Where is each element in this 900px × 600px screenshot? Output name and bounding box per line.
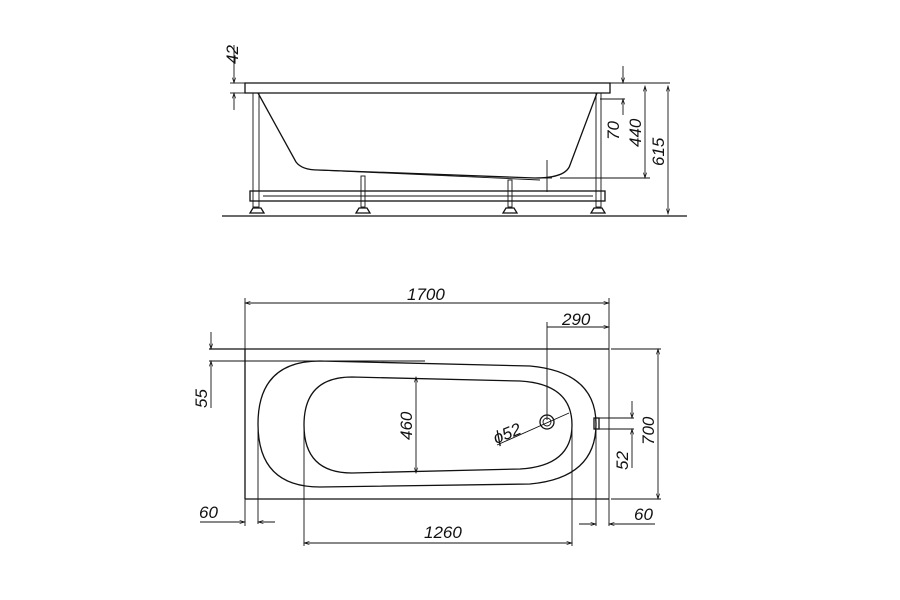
top-view: 1700 290 55 460 ϕ52 52	[192, 285, 661, 546]
dim-inner-length: 1260	[424, 523, 462, 542]
dim-drain-diameter: ϕ52	[490, 419, 524, 447]
dim-inner-depth: 440	[626, 118, 645, 147]
overflow-icon	[593, 417, 600, 430]
outer-bowl-outline	[257, 360, 597, 488]
dim-overflow-depth: 70	[604, 121, 623, 140]
dim-total-height: 615	[649, 137, 668, 166]
inner-bowl-outline	[303, 376, 573, 474]
drain-icon	[539, 414, 555, 430]
frame	[248, 92, 607, 214]
dim-left-margin: 60	[199, 503, 218, 522]
dim-drain-offset: 290	[561, 310, 591, 329]
dim-inner-width: 460	[397, 411, 416, 440]
tub-body	[257, 92, 598, 179]
tub-rim	[244, 82, 611, 94]
dim-rim-thickness: 42	[223, 45, 242, 64]
dim-right-margin: 60	[634, 505, 653, 524]
dim-length: 1700	[407, 285, 445, 304]
dim-overflow-size: 52	[613, 451, 632, 470]
side-view: 42 70 440 615	[222, 45, 687, 217]
dim-width: 700	[639, 416, 658, 445]
dim-rim-offset: 55	[192, 389, 211, 408]
